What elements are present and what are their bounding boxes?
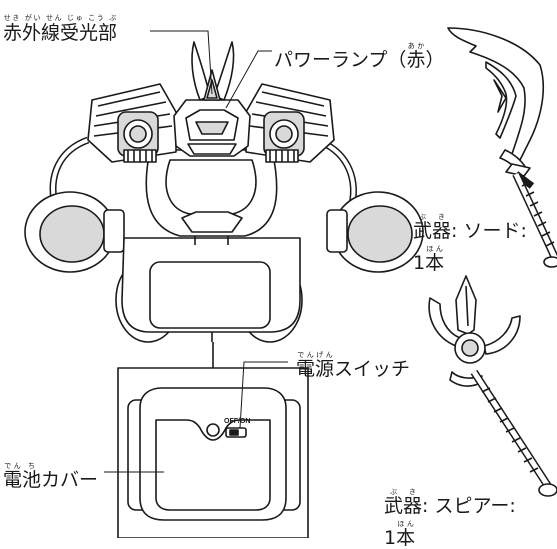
label-ir-receiver: 赤外線受光部せき がい せん じゅ こう ぶ [3, 14, 118, 44]
label-power-lamp: パワーランプ（赤あか） [274, 42, 445, 71]
right-shoulder-armor [245, 83, 335, 163]
robot-base [115, 237, 303, 343]
robot-crest [191, 41, 235, 101]
spear-illustration [428, 275, 557, 497]
left-arm [24, 136, 125, 273]
label-power-switch: 電でん源げんスイッチ [296, 351, 411, 380]
robot-diagram [24, 27, 557, 538]
robot-head [173, 99, 251, 157]
right-arm [314, 136, 424, 273]
left-shoulder-armor [87, 83, 177, 163]
robot-torso [145, 149, 278, 245]
label-sword: 武ぶ器き: ソード:1本ほん [413, 213, 527, 274]
back-view-inset [117, 342, 309, 538]
leader-lines [104, 30, 288, 473]
label-spear: 武ぶ器き: スピアー:1本ほん [384, 488, 516, 549]
leader-power-lamp [225, 50, 272, 109]
label-battery-cover: 電でん池ちカバー [3, 462, 99, 491]
leader-power-switch [239, 361, 288, 429]
leader-ir-receiver [150, 30, 213, 95]
label-ir-receiver-ruby: せき がい せん じゅ こう ぶ [3, 14, 117, 22]
switch-off-on-text: OFF/ON [224, 418, 251, 425]
sword-illustration [447, 27, 557, 268]
